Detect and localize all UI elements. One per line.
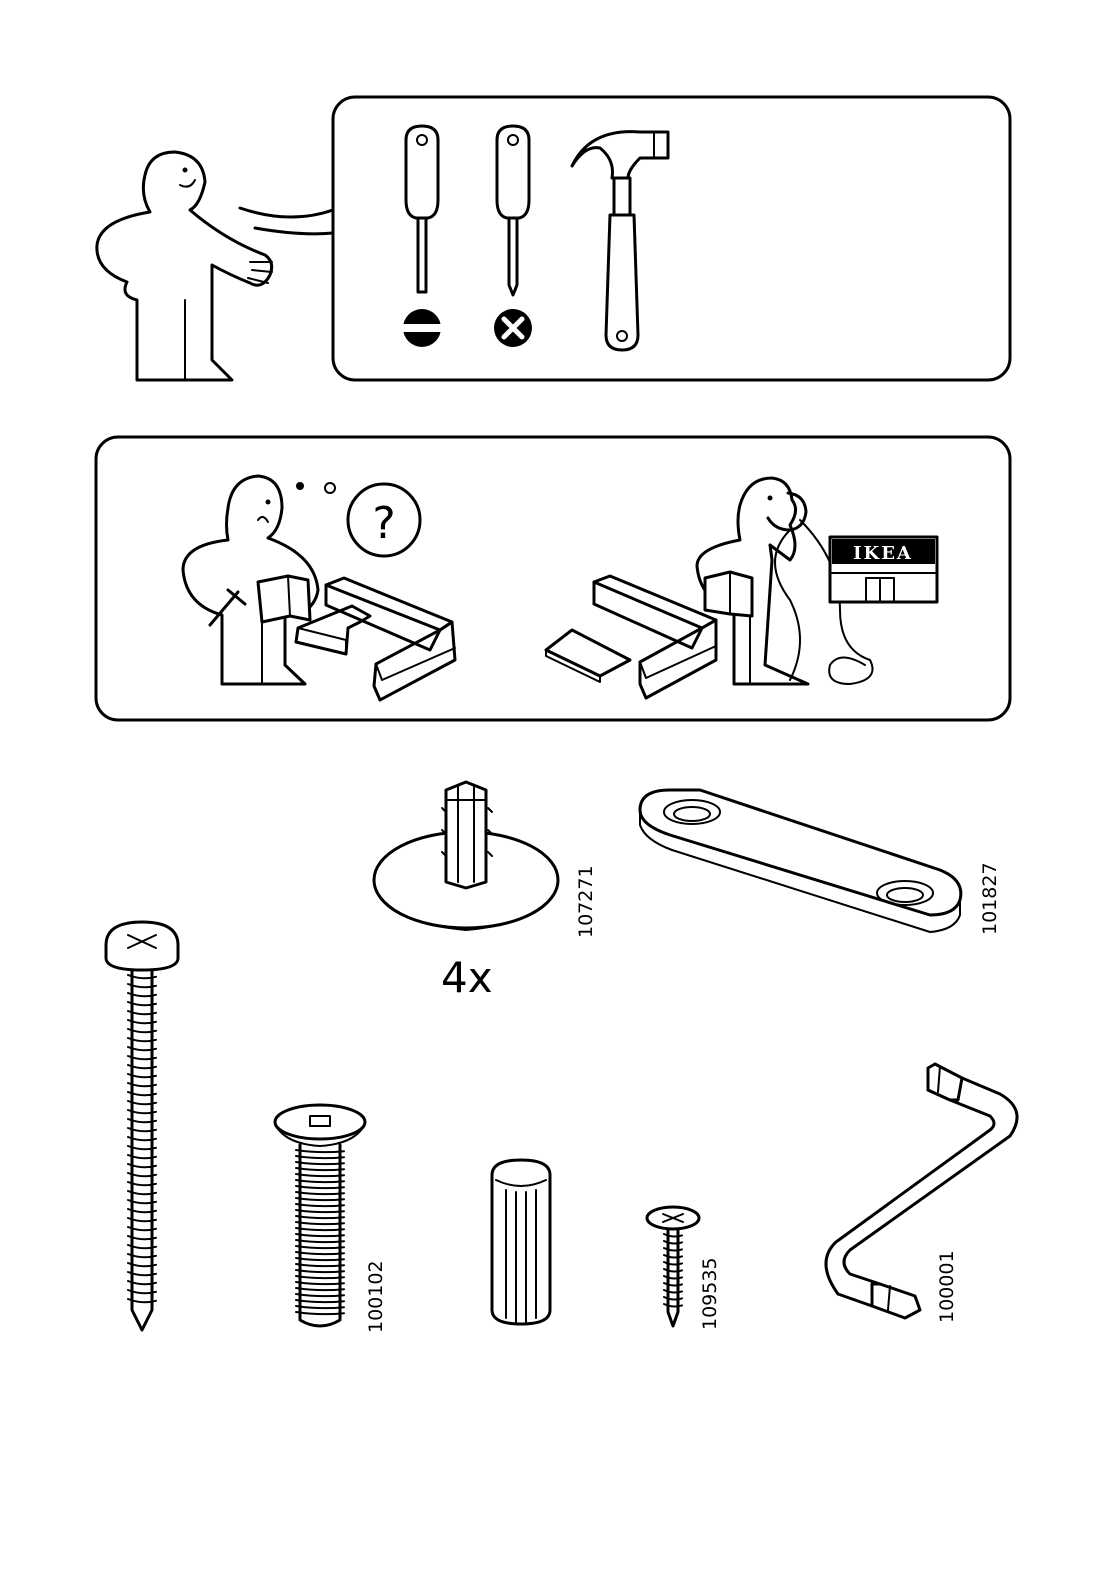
question-bubble: ? <box>348 484 420 556</box>
cam-dowel-part-number: 107271 <box>575 865 597 938</box>
connector-plate-part <box>640 790 961 932</box>
small-screw-part <box>647 1207 699 1326</box>
allen-key-part-number: 100001 <box>936 1250 958 1323</box>
connector-plate-part-number: 101827 <box>979 862 1001 935</box>
store-sign: IKEA <box>853 543 913 564</box>
long-wood-screw-part <box>106 922 178 1330</box>
allen-key-part <box>826 1064 1017 1318</box>
bolt-part <box>275 1105 365 1326</box>
question-mark: ? <box>372 498 395 549</box>
right-furniture-parts <box>546 576 716 698</box>
confused-figure <box>183 476 335 684</box>
hammer-icon <box>572 132 668 350</box>
wood-dowel-part <box>492 1160 550 1324</box>
left-furniture-parts <box>296 578 455 700</box>
phillips-screwdriver-icon <box>494 126 532 347</box>
tools-figure <box>97 152 333 380</box>
bolt-part-number: 100102 <box>365 1260 387 1333</box>
flathead-screwdriver-icon <box>401 126 443 347</box>
ikea-store-icon: IKEA <box>830 537 937 602</box>
cam-dowel-part <box>374 782 558 930</box>
small-screw-part-number: 109535 <box>699 1257 721 1330</box>
quantity-label: 4x <box>441 953 493 1002</box>
